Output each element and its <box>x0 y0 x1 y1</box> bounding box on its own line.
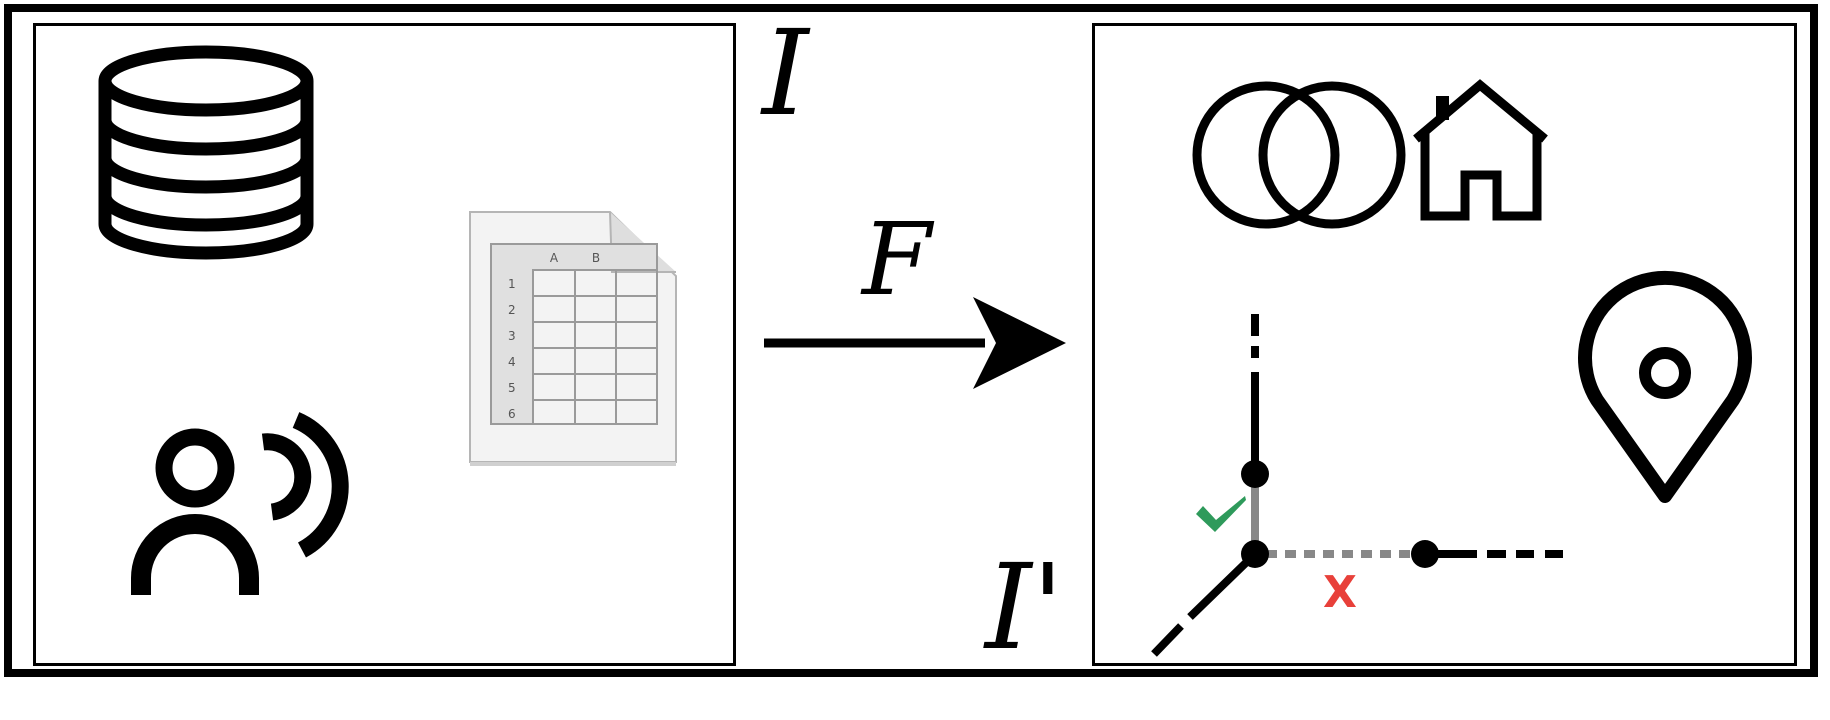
output-panel <box>1092 23 1797 666</box>
spreadsheet-icon: A B 1 2 3 4 5 6 <box>469 211 677 466</box>
output-label: I' <box>985 538 1065 676</box>
location-pin-icon <box>1578 270 1752 503</box>
spreadsheet-row-4: 4 <box>508 355 516 369</box>
spreadsheet-col-b: B <box>592 251 600 265</box>
input-label: I <box>762 4 809 142</box>
function-label: F <box>862 201 932 318</box>
input-panel <box>33 23 736 666</box>
voice-user-icon <box>131 412 349 595</box>
spreadsheet-col-a: A <box>550 251 559 265</box>
spreadsheet-row-6: 6 <box>508 407 516 421</box>
network-graph-icon: X <box>1151 314 1564 657</box>
check-icon <box>1196 496 1246 532</box>
house-icon <box>1413 79 1548 221</box>
spreadsheet-row-1: 1 <box>508 277 516 291</box>
database-icon <box>98 45 314 260</box>
spreadsheet-row-3: 3 <box>508 329 516 343</box>
cross-icon: X <box>1323 567 1357 618</box>
spreadsheet-row-5: 5 <box>508 381 516 395</box>
spreadsheet-row-2: 2 <box>508 303 516 317</box>
overlap-circles-icon <box>1192 81 1406 229</box>
mapping-arrow <box>764 297 1066 389</box>
